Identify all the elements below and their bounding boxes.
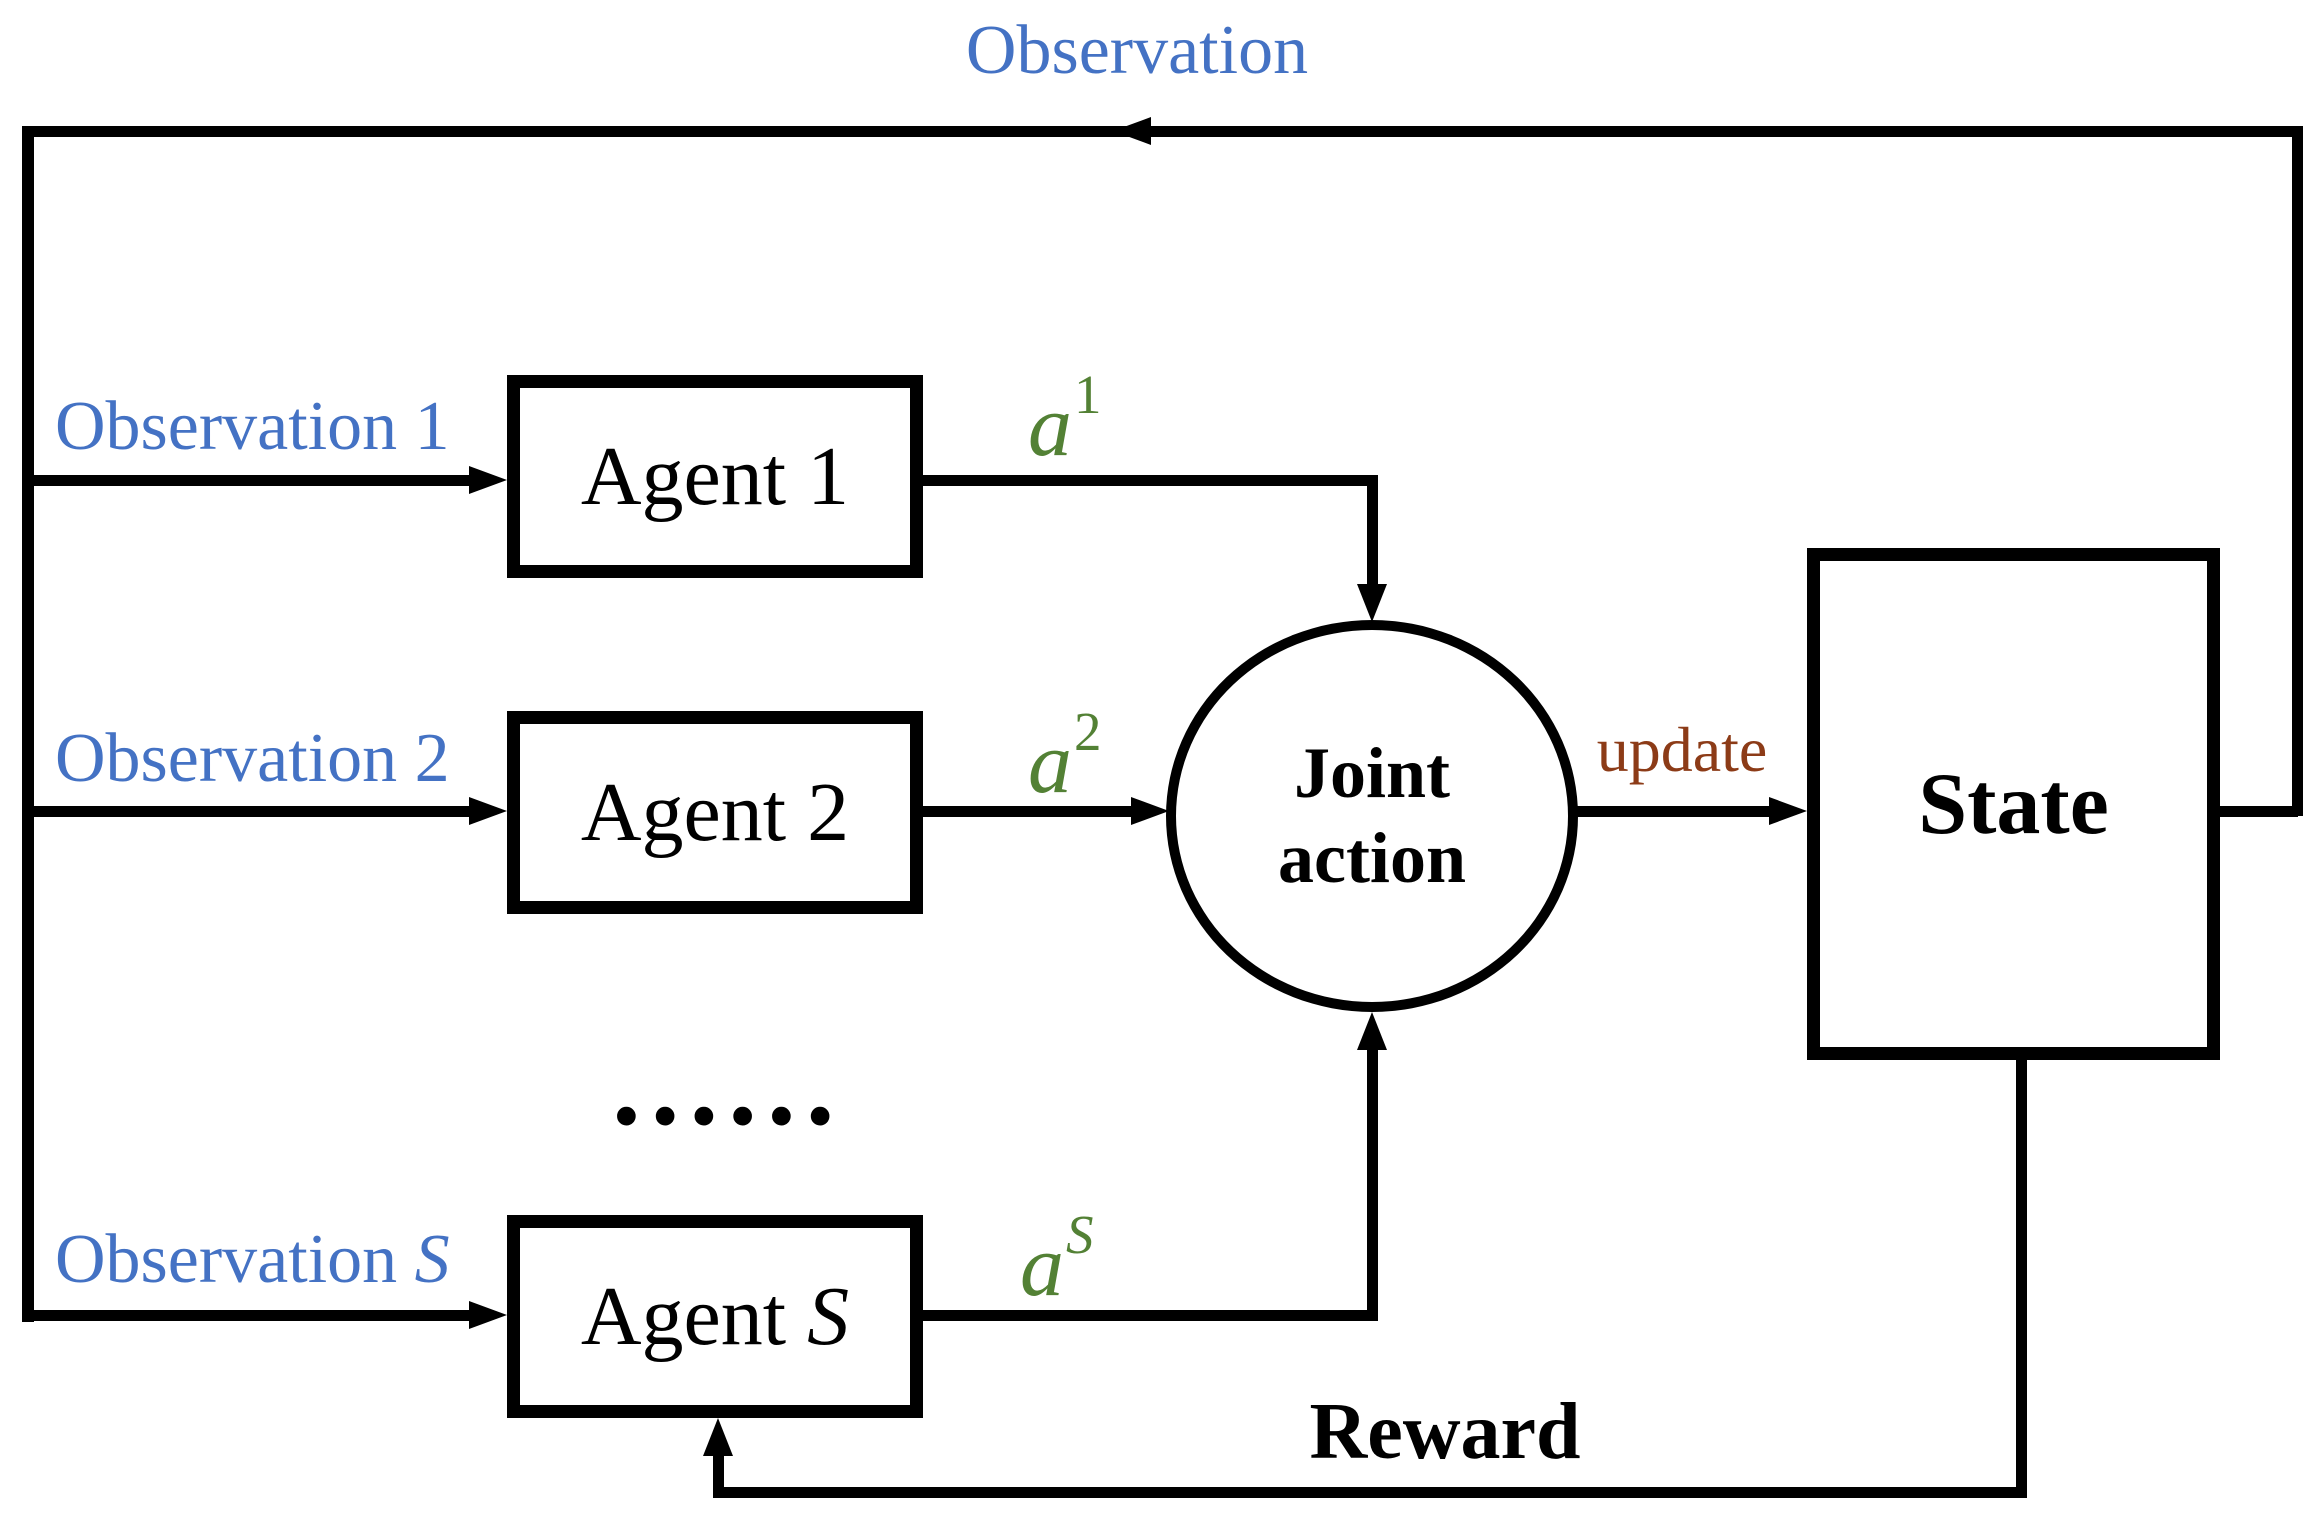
observation-2-prefix: Observation: [55, 720, 415, 797]
agent-1-label: Agent 1: [580, 429, 850, 523]
action-1-label: a1: [1028, 364, 1102, 475]
update-arrowhead-icon: [1769, 797, 1807, 825]
action-1-line-v: [1367, 480, 1378, 586]
state-label: State: [1918, 755, 2109, 853]
observation-1-var: 1: [414, 388, 450, 465]
joint-action-label-line2: action: [1278, 818, 1466, 898]
reward-line-bottom: [713, 1487, 2027, 1498]
action-2-label: a2: [1028, 701, 1102, 812]
observation-2-var: 2: [414, 720, 450, 797]
observation-2-line: [34, 806, 470, 817]
observation-2-label: Observation 2: [55, 724, 450, 794]
more-agents-ellipsis: ......: [612, 1022, 845, 1149]
action-1-line-h: [923, 475, 1378, 486]
observation-s-label: Observation S: [55, 1225, 450, 1295]
observation-s-line: [34, 1310, 470, 1321]
joint-action-label-line1: Joint: [1293, 733, 1451, 814]
observation-1-label: Observation 1: [55, 392, 450, 462]
observation-1-prefix: Observation: [55, 388, 415, 465]
action-s-arrowhead-icon: [1357, 1012, 1387, 1050]
reward-line-up: [713, 1452, 724, 1492]
observation-s-arrowhead-icon: [469, 1301, 507, 1329]
action-s-line-v: [1367, 1050, 1378, 1316]
top-feedback-line: [22, 126, 2303, 137]
observation-1-line: [34, 475, 470, 486]
agent-s-box: Agent S: [507, 1215, 923, 1418]
agent-s-label: Agent S: [580, 1269, 850, 1363]
reward-arrowhead-icon: [703, 1418, 733, 1456]
action-s-label: aS: [1020, 1204, 1094, 1315]
action-1-arrowhead-icon: [1357, 584, 1387, 622]
action-s-line-h: [923, 1310, 1378, 1321]
reward-label: Reward: [1309, 1388, 1581, 1476]
left-feedback-line: [22, 126, 34, 1322]
reward-line-down: [2016, 1055, 2027, 1498]
observation-s-var: S: [414, 1221, 450, 1298]
state-box: State: [1807, 548, 2220, 1060]
observation-2-arrowhead-icon: [469, 797, 507, 825]
update-label: update: [1596, 714, 1768, 785]
agent-1-box: Agent 1: [507, 375, 923, 578]
observation-s-prefix: Observation: [55, 1221, 415, 1298]
top-feedback-arrowhead-icon: [1113, 117, 1151, 145]
observation-top-label: Observation: [965, 12, 1309, 89]
agent-2-box: Agent 2: [507, 711, 923, 914]
action-2-arrowhead-icon: [1131, 797, 1169, 825]
action-2-line: [923, 806, 1133, 817]
joint-action-node: Joint action: [1166, 620, 1578, 1012]
agent-2-label: Agent 2: [580, 765, 850, 859]
update-line: [1577, 806, 1769, 817]
observation-1-arrowhead-icon: [469, 466, 507, 494]
state-to-loop-line: [2220, 806, 2298, 817]
right-feedback-line: [2292, 126, 2303, 816]
